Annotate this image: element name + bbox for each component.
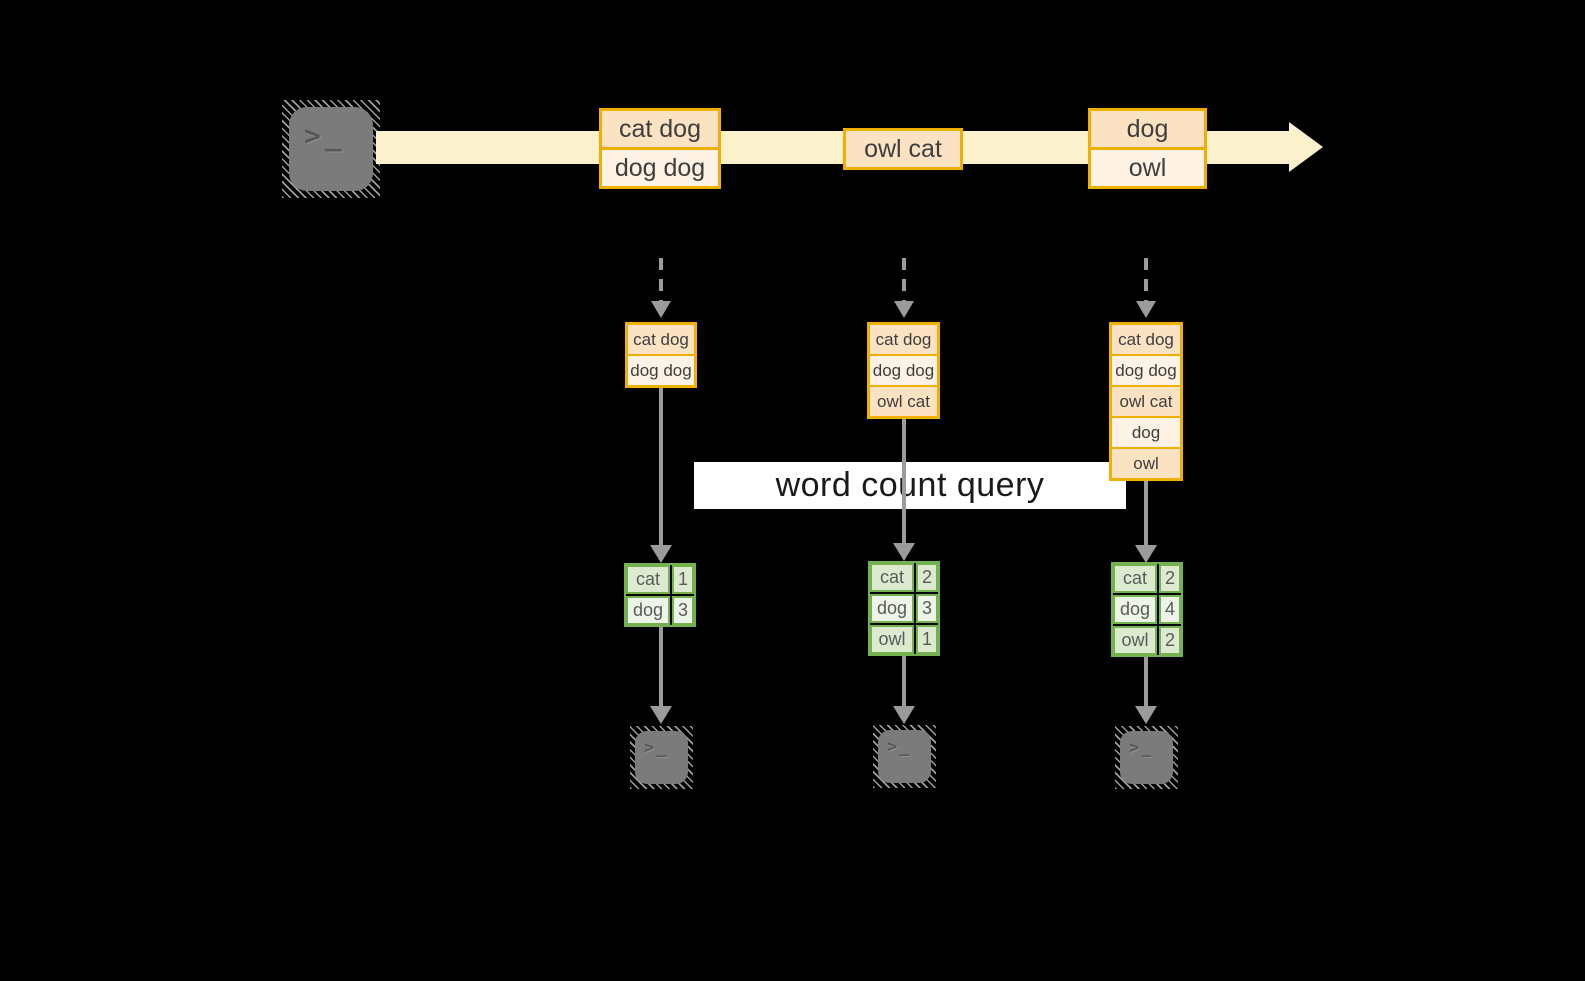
count-word: dog — [870, 594, 914, 623]
count-word: cat — [870, 563, 914, 592]
count-value: 3 — [672, 596, 694, 625]
buffer-cell: cat dog — [870, 325, 937, 354]
record-buffer-3: cat dog dog dog owl cat dog owl — [1109, 322, 1183, 481]
down-arrowhead-icon — [893, 543, 915, 561]
count-value: 1 — [916, 625, 938, 654]
down-arrowhead-icon — [651, 301, 671, 318]
down-arrowhead-icon — [1135, 706, 1157, 724]
down-arrowhead-icon — [894, 301, 914, 318]
message-cell: owl cat — [846, 131, 960, 167]
message-cell: cat dog — [602, 111, 718, 147]
down-arrowhead-icon — [1135, 545, 1157, 563]
message-cell: dog — [1091, 111, 1204, 147]
down-arrowhead-icon — [650, 706, 672, 724]
buffer-cell: dog dog — [1112, 354, 1180, 385]
count-word: cat — [626, 565, 670, 594]
terminal-prompt-icon: >_ — [887, 737, 912, 757]
buffer-cell: dog dog — [628, 354, 694, 385]
count-value: 1 — [672, 565, 694, 594]
buffer-cell: cat dog — [628, 325, 694, 354]
dashed-arrow-line — [659, 258, 663, 302]
count-value: 2 — [1159, 564, 1181, 593]
down-arrowhead-icon — [1136, 301, 1156, 318]
terminal-prompt-icon: >_ — [1129, 738, 1154, 758]
buffer-cell: dog — [1112, 416, 1180, 447]
buffer-cell: owl cat — [1112, 385, 1180, 416]
consumer-terminal-icon-1: >_ — [630, 726, 693, 789]
count-word: owl — [870, 625, 914, 654]
down-arrowhead-icon — [893, 706, 915, 724]
record-buffer-2: cat dog dog dog owl cat — [867, 322, 940, 419]
query-banner: word count query — [694, 462, 1126, 509]
query-banner-label: word count query — [775, 466, 1045, 504]
arrow-line — [659, 627, 663, 707]
arrow-line — [902, 418, 906, 544]
terminal-screen: >_ — [1120, 731, 1173, 784]
terminal-screen: >_ — [878, 730, 931, 783]
buffer-cell: owl cat — [870, 385, 937, 416]
record-buffer-1: cat dog dog dog — [625, 322, 697, 388]
count-table-1: cat 1 dog 3 — [624, 563, 696, 627]
count-word: dog — [1113, 595, 1157, 624]
producer-terminal-icon: >_ — [282, 100, 380, 198]
terminal-prompt-icon: >_ — [644, 738, 669, 758]
count-word: dog — [626, 596, 670, 625]
count-value: 2 — [916, 563, 938, 592]
count-table-2: cat 2 dog 3 owl 1 — [868, 561, 940, 656]
stream-arrowhead-icon — [1289, 122, 1323, 172]
buffer-cell: owl — [1112, 447, 1180, 478]
terminal-screen: >_ — [289, 107, 373, 191]
arrow-line — [902, 656, 906, 707]
stream-message-2: owl cat — [843, 128, 963, 170]
terminal-screen: >_ — [635, 731, 688, 784]
count-value: 3 — [916, 594, 938, 623]
arrow-line — [1144, 657, 1148, 707]
buffer-cell: cat dog — [1112, 325, 1180, 354]
count-word: cat — [1113, 564, 1157, 593]
consumer-terminal-icon-2: >_ — [873, 725, 936, 788]
count-value: 2 — [1159, 626, 1181, 655]
dashed-arrow-line — [902, 258, 906, 302]
down-arrowhead-icon — [650, 545, 672, 563]
dashed-arrow-line — [1144, 258, 1148, 302]
terminal-prompt-icon: >_ — [304, 119, 346, 152]
message-cell: dog dog — [602, 147, 718, 186]
message-cell: owl — [1091, 147, 1204, 186]
count-table-3: cat 2 dog 4 owl 2 — [1111, 562, 1183, 657]
buffer-cell: dog dog — [870, 354, 937, 385]
stream-message-1: cat dog dog dog — [599, 108, 721, 189]
arrow-line — [659, 387, 663, 546]
stream-message-3: dog owl — [1088, 108, 1207, 189]
consumer-terminal-icon-3: >_ — [1115, 726, 1178, 789]
arrow-line — [1144, 480, 1148, 545]
count-value: 4 — [1159, 595, 1181, 624]
count-word: owl — [1113, 626, 1157, 655]
